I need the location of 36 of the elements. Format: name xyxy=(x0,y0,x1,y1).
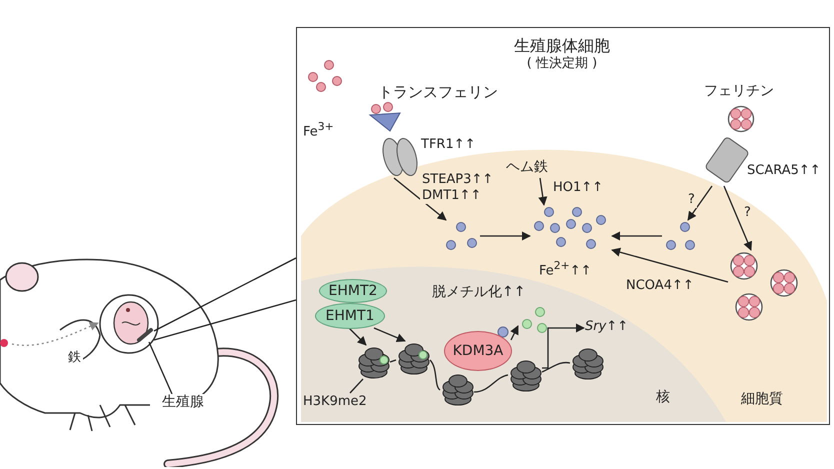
cell-panel xyxy=(296,27,830,425)
arrow xyxy=(687,186,713,221)
arrow xyxy=(374,327,406,342)
process-label: 脱メチル化↑↑ xyxy=(431,284,526,300)
arrow xyxy=(394,178,447,221)
leader-line xyxy=(148,342,173,394)
arrow xyxy=(611,248,728,283)
protein-label: SCARA5↑↑ xyxy=(747,163,822,179)
protein-label: トランスフェリン xyxy=(378,83,499,101)
transcription-arrow xyxy=(542,323,585,369)
gene-label: Sry↑↑ xyxy=(585,319,630,335)
zoom-lines xyxy=(153,257,297,341)
arrow xyxy=(510,325,519,340)
molecule-label: ヘム鉄 xyxy=(506,159,549,176)
edge-label: 鉄 xyxy=(66,350,83,366)
dna-strand xyxy=(474,374,508,393)
arrow xyxy=(723,186,752,251)
ion-label: Fe$^{3+}$ xyxy=(303,119,335,140)
protein-label: TFR1↑↑ xyxy=(421,137,477,153)
ion-label: Fe$^{2+}$↑↑ xyxy=(539,258,593,280)
dna-strand xyxy=(390,359,396,363)
panel-title: 生殖腺体細胞 xyxy=(513,36,611,55)
arrow xyxy=(611,231,662,241)
histone-mark-label: H3K9me2 xyxy=(303,394,368,410)
arrow xyxy=(480,231,531,241)
panel-title: ( 性決定期 ) xyxy=(526,56,598,72)
arrow xyxy=(348,328,367,346)
region-label: 核 xyxy=(655,389,671,406)
arrow xyxy=(12,322,99,346)
leader-line xyxy=(350,378,364,394)
arrow xyxy=(538,178,548,206)
dna-strand xyxy=(542,362,570,373)
region-label: 細胞質 xyxy=(740,391,784,408)
dna-strand xyxy=(430,360,440,390)
edge-label: ? xyxy=(686,192,697,208)
protein-label: フェリチン xyxy=(703,83,775,100)
